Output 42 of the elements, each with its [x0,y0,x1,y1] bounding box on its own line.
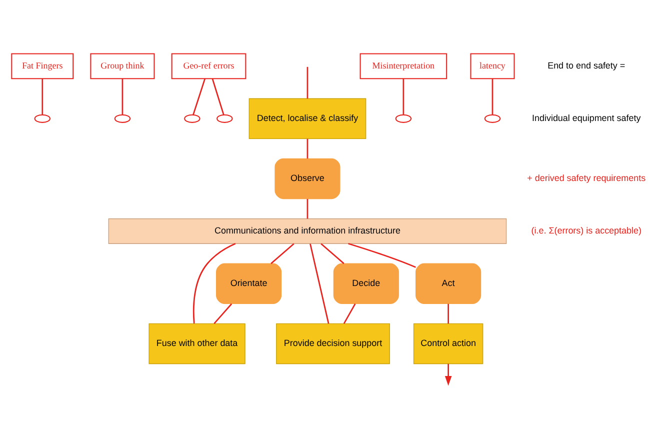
node-ellipse [184,114,200,123]
connector [492,78,494,115]
connector [306,199,308,219]
connector [212,78,224,116]
node-box: Control action [413,323,484,364]
connector [310,244,330,324]
node-box: Detect, localise & classify [248,98,366,140]
connector [320,243,344,264]
label: + derived safety requirements [527,173,646,184]
node-box: Fuse with other data [148,323,246,364]
connector [214,303,232,324]
node-box: Communications and information infrastructure [108,218,507,244]
connector [348,242,416,268]
node-box: Misinterpretation [360,53,448,80]
label: Individual equipment safety [532,113,641,123]
node-box: Act [416,263,482,304]
node-box: Orientate [216,263,282,304]
node-ellipse [395,114,412,123]
connector [270,243,294,264]
node-box: Provide decision support [276,323,390,364]
connector [192,78,206,116]
node-ellipse [114,114,131,123]
node-box: Fat Fingers [11,53,74,80]
node-box: Group think [90,53,155,80]
connector [343,304,356,324]
node-ellipse [216,114,233,123]
connector [42,78,44,115]
connector [402,78,404,115]
connector [448,304,449,324]
node-box: Observe [274,158,340,200]
connector [306,138,308,159]
node-ellipse [34,114,50,123]
node-box: Decide [333,263,399,304]
label: (i.e. Σ(errors) is acceptable) [531,226,642,236]
node-box: latency [470,53,515,80]
connector [122,78,124,115]
node-box: Geo-ref errors [171,53,246,80]
label: End to end safety = [548,60,626,71]
connector [306,66,308,99]
arrow [444,364,452,386]
connector [192,243,236,324]
node-ellipse [484,114,501,123]
